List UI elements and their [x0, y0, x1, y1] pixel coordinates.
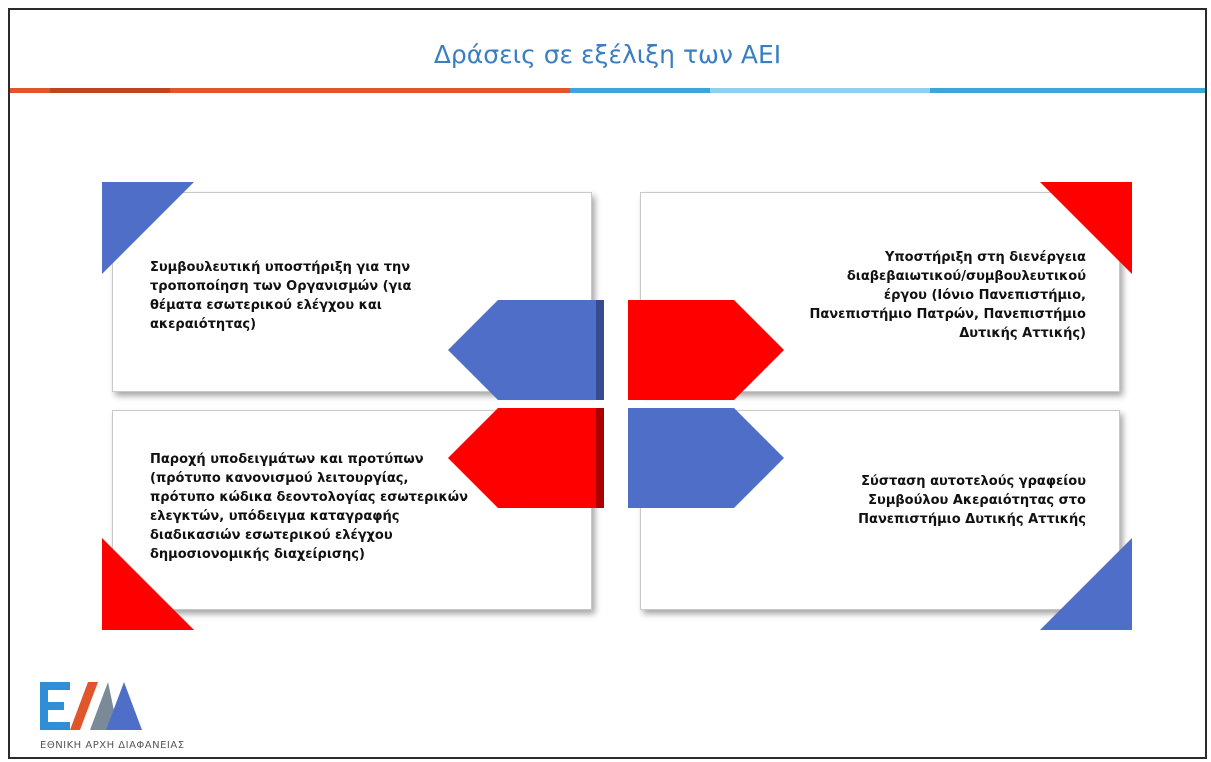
arrow-bottom-right-blue — [628, 408, 784, 508]
arrow-top-left-blue — [448, 300, 604, 400]
corner-triangle-top-left — [102, 182, 194, 274]
arrow-top-right-red — [628, 300, 784, 400]
bottom-divider — [230, 758, 1207, 759]
eaa-logo-icon — [40, 682, 142, 730]
action-text-3: Παροχή υποδειγμάτων και προτύπων (πρότυπ… — [150, 452, 468, 562]
arrow-bottom-left-red — [448, 408, 604, 508]
logo-caption: ΕΘΝΙΚΗ ΑΡΧΗ ΔΙΑΦΑΝΕΙΑΣ — [40, 740, 185, 751]
corner-triangle-top-right — [1040, 182, 1132, 274]
action-text-2: Υποστήριξη στη διενέργεια διαβεβαιωτικού… — [809, 250, 1086, 341]
slide-title: Δράσεις σε εξέλιξη των ΑΕΙ — [433, 40, 782, 69]
corner-triangle-bottom-right — [1040, 538, 1132, 630]
action-text-4: Σύσταση αυτοτελούς γραφείου Συμβούλου Ακ… — [858, 474, 1086, 527]
slide-frame: Δράσεις σε εξέλιξη των ΑΕΙ Συμβουλευτική… — [8, 8, 1207, 759]
top-divider — [10, 88, 1205, 93]
corner-triangle-bottom-left — [102, 538, 194, 630]
action-text-1: Συμβουλευτική υποστήριξη για την τροποπο… — [150, 260, 412, 332]
